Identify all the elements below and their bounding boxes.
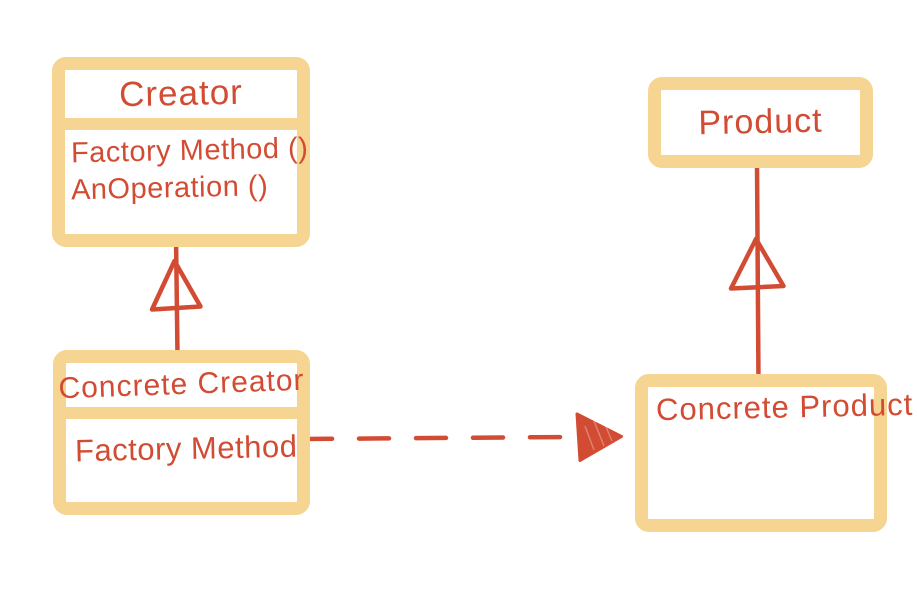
class-title: Creator xyxy=(118,72,244,115)
compartment-divider xyxy=(65,118,297,130)
creates-dashed-arrow xyxy=(299,412,623,462)
method-label: AnOperation () xyxy=(70,170,269,207)
methods-compartment: Factory Method xyxy=(66,419,298,502)
hollow-triangle-icon xyxy=(149,258,203,312)
inheritance-arrow-product xyxy=(728,161,786,386)
inheritance-line-product xyxy=(754,161,761,386)
class-box-product: Product xyxy=(648,77,873,168)
compartment-divider xyxy=(66,407,297,419)
arrowhead-scribble xyxy=(584,419,613,451)
class-box-concrete-product: Concrete Product xyxy=(635,374,914,532)
filled-arrowhead-icon xyxy=(575,412,623,462)
method-label: Factory Method () xyxy=(70,132,309,170)
class-box-concrete-creator: Concrete Creator Factory Method xyxy=(53,350,310,515)
class-box-creator: Creator Factory Method () AnOperation () xyxy=(52,57,310,247)
inheritance-arrow-creator xyxy=(149,233,203,359)
class-title: Concrete Product xyxy=(655,386,914,428)
hollow-triangle-icon xyxy=(728,236,786,291)
inheritance-line-creator xyxy=(173,233,180,359)
method-label: Factory Method xyxy=(74,428,298,469)
class-title: Product xyxy=(698,101,823,143)
methods-compartment: Factory Method () AnOperation () xyxy=(65,130,309,234)
class-title: Concrete Creator xyxy=(57,363,306,406)
dashed-line xyxy=(299,434,574,442)
